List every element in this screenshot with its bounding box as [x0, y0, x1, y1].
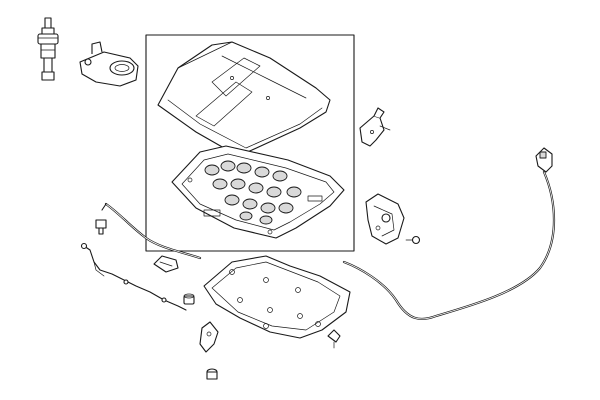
clip-left-upper [95, 219, 107, 235]
bracket-lower-left [199, 321, 219, 353]
prop-rod [101, 202, 202, 260]
hood-assembly-frame [145, 34, 355, 252]
washer-hose [80, 242, 187, 311]
fasteners [95, 219, 341, 380]
hood-panel [157, 41, 331, 157]
hood-insulator-pad [171, 145, 345, 239]
hood-strut [37, 17, 59, 81]
prop-rod-holder [153, 255, 179, 273]
clip-lower-right [327, 329, 341, 349]
insulator-bumps [204, 160, 302, 225]
release-handle [535, 147, 553, 173]
release-cable [342, 170, 556, 320]
hood-hinge [359, 107, 391, 147]
splash-shield [203, 255, 351, 339]
grommet-center [183, 293, 195, 305]
hood-bumper-mount [79, 41, 139, 87]
hood-latch [365, 193, 421, 245]
grommet-bottom [206, 368, 218, 380]
